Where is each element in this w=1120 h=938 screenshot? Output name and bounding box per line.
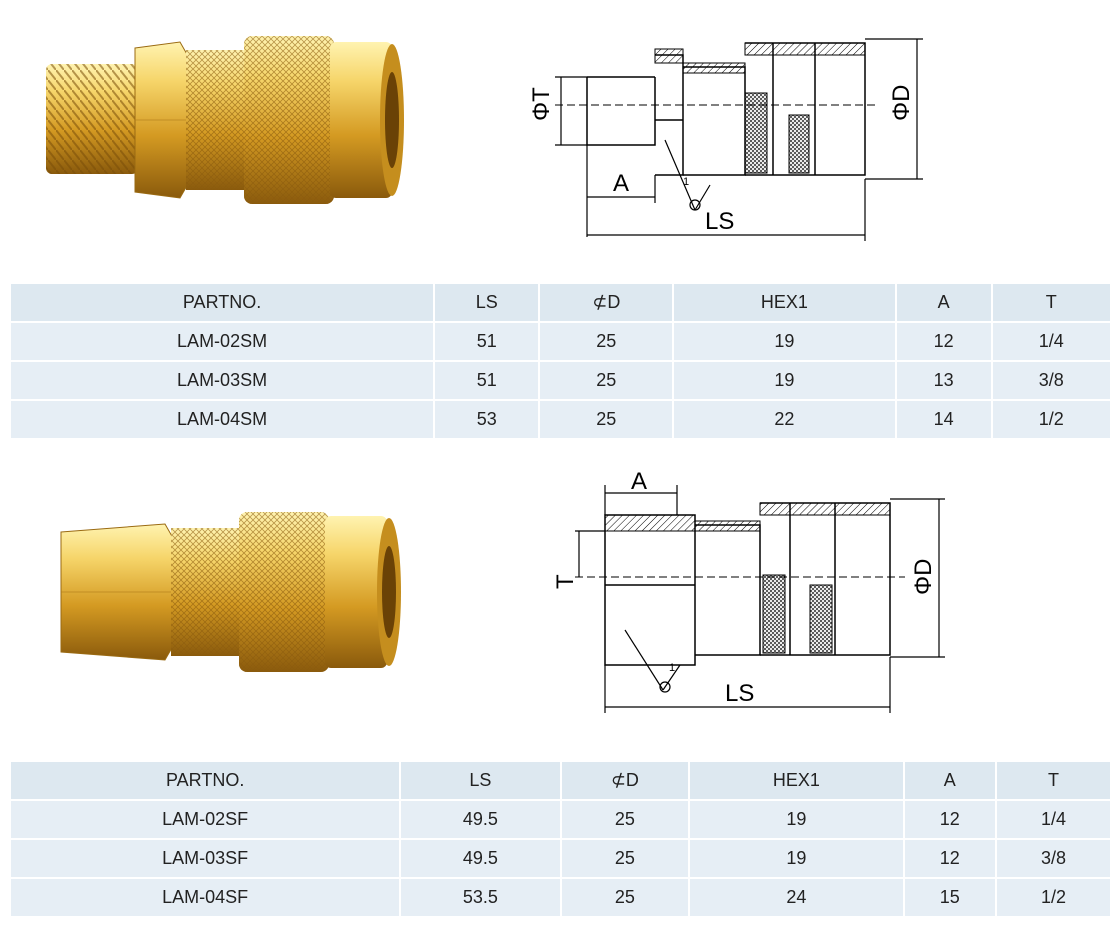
dim-label-t: ΦT	[528, 87, 555, 121]
header-cell: A	[904, 762, 995, 799]
angle-label: 1	[683, 176, 689, 188]
table-cell: 1/2	[992, 401, 1110, 438]
table-cell: 49.5	[401, 840, 560, 877]
table-cell: 3/8	[992, 362, 1110, 399]
dim-label-ls: LS	[725, 680, 754, 707]
section-female-coupler: T A ΦD 1 LS PARTNO.	[0, 450, 1120, 938]
table-cell: 19	[674, 362, 895, 399]
table-row: LAM-04SF 53.5 25 24 15 1/2	[11, 879, 1110, 916]
spec-table-sf: PARTNO. LS ⊄D HEX1 A T LAM-02SF 49.5 25 …	[9, 760, 1112, 918]
table-cell: LAM-03SM	[11, 362, 434, 399]
dim-label-a: A	[613, 170, 629, 197]
front-collar	[325, 516, 387, 668]
table-cell: 25	[540, 401, 673, 438]
table-cell: 53	[435, 401, 539, 438]
table-cell: 25	[540, 323, 673, 360]
female-coupler-drawing: T A ΦD 1 LS	[552, 468, 945, 713]
spec-table-sm: PARTNO. LS ⊄D HEX1 A T LAM-02SM 51 25 19…	[9, 282, 1112, 440]
female-coupler-photo	[60, 512, 401, 672]
dim-label-d: ΦD	[910, 559, 937, 595]
table-cell: 1/4	[992, 323, 1110, 360]
header-cell: ⊄D	[561, 762, 689, 799]
header-cell: PARTNO.	[11, 284, 434, 321]
table-row: LAM-03SM 51 25 19 13 3/8	[11, 362, 1110, 399]
table-cell: 53.5	[401, 879, 560, 916]
header-cell: PARTNO.	[11, 762, 400, 799]
dim-label-d: ΦD	[888, 85, 915, 121]
table-header-row: PARTNO. LS ⊄D HEX1 A T	[11, 284, 1110, 321]
table-cell: 25	[540, 362, 673, 399]
front-collar	[330, 42, 392, 198]
table-cell: 14	[896, 401, 991, 438]
male-coupler-photo	[46, 36, 404, 204]
table-cell: 24	[690, 879, 903, 916]
table-cell: 12	[904, 801, 995, 838]
table-cell: 19	[690, 801, 903, 838]
table-cell: 3/8	[996, 840, 1110, 877]
table-cell: 12	[904, 840, 995, 877]
table-row: LAM-03SF 49.5 25 19 12 3/8	[11, 840, 1110, 877]
angle-label: 1	[669, 662, 675, 674]
header-cell: A	[896, 284, 991, 321]
table-cell: 22	[674, 401, 895, 438]
table-row: LAM-02SM 51 25 19 12 1/4	[11, 323, 1110, 360]
table-cell: 19	[690, 840, 903, 877]
table-cell: 1/2	[996, 879, 1110, 916]
table-cell: LAM-04SM	[11, 401, 434, 438]
header-cell: HEX1	[674, 284, 895, 321]
header-cell: LS	[435, 284, 539, 321]
male-coupler-drawing: ΦT ΦD A 1 LS	[528, 38, 923, 241]
dim-label-t: T	[552, 574, 579, 589]
section-male-coupler: ΦT ΦD A 1 LS PARTNO.	[0, 0, 1120, 450]
table-cell: LAM-04SF	[11, 879, 400, 916]
dim-label-a: A	[631, 468, 647, 495]
header-cell: HEX1	[690, 762, 903, 799]
header-cell: T	[992, 284, 1110, 321]
table-cell: 49.5	[401, 801, 560, 838]
header-cell: LS	[401, 762, 560, 799]
table-cell: 25	[561, 801, 689, 838]
table-cell: LAM-03SF	[11, 840, 400, 877]
table-cell: 1/4	[996, 801, 1110, 838]
table-cell: 12	[896, 323, 991, 360]
table-cell: 51	[435, 323, 539, 360]
table-cell: 13	[896, 362, 991, 399]
table-cell: 25	[561, 879, 689, 916]
table-cell: 19	[674, 323, 895, 360]
table-cell: LAM-02SM	[11, 323, 434, 360]
table-cell: 25	[561, 840, 689, 877]
header-cell: ⊄D	[540, 284, 673, 321]
table-cell: 15	[904, 879, 995, 916]
table-row: LAM-04SM 53 25 22 14 1/2	[11, 401, 1110, 438]
dim-label-ls: LS	[705, 208, 734, 235]
header-cell: T	[996, 762, 1110, 799]
table-row: LAM-02SF 49.5 25 19 12 1/4	[11, 801, 1110, 838]
table-header-row: PARTNO. LS ⊄D HEX1 A T	[11, 762, 1110, 799]
table-cell: 51	[435, 362, 539, 399]
table-cell: LAM-02SF	[11, 801, 400, 838]
